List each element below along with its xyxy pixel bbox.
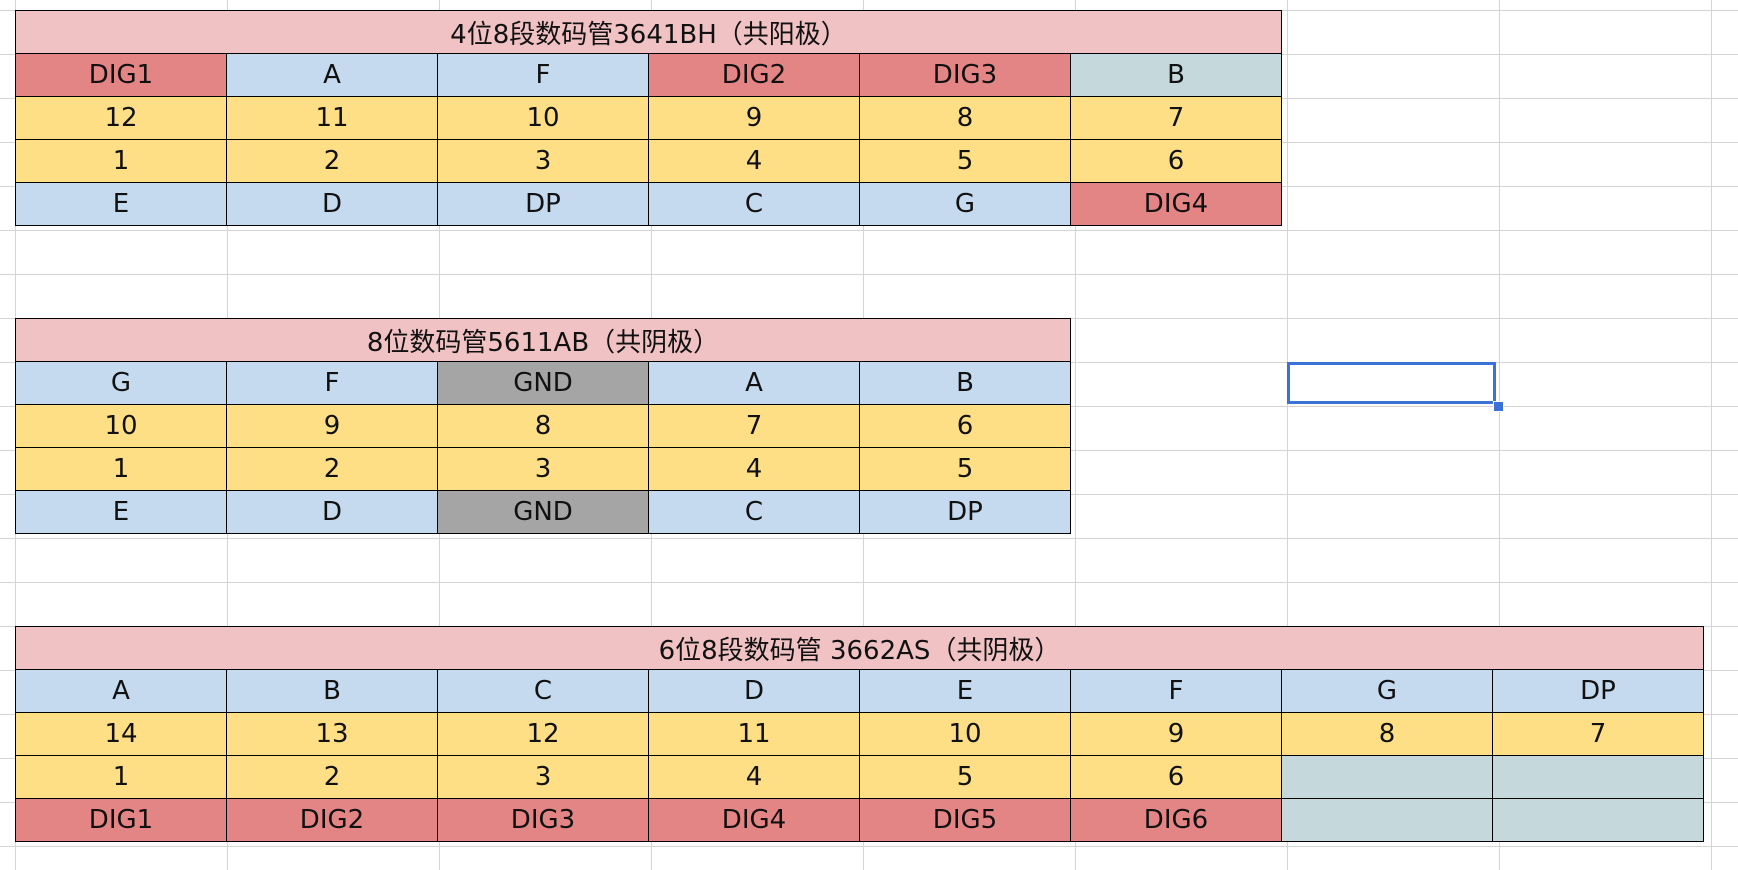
cell[interactable]: 10 xyxy=(437,96,649,140)
cell[interactable]: DIG5 xyxy=(859,798,1071,842)
cell[interactable]: DIG3 xyxy=(859,53,1071,97)
cell[interactable]: E xyxy=(859,669,1071,713)
cell[interactable]: 4 xyxy=(648,755,860,799)
cell[interactable]: D xyxy=(226,182,438,226)
cell[interactable]: 9 xyxy=(226,404,438,448)
cell[interactable]: 1 xyxy=(15,447,227,491)
cell[interactable]: 12 xyxy=(437,712,649,756)
cell[interactable]: F xyxy=(226,361,438,405)
cell[interactable]: DP xyxy=(437,182,649,226)
cell[interactable]: DIG4 xyxy=(1070,182,1282,226)
cell[interactable]: B xyxy=(859,361,1071,405)
cell[interactable]: 8 xyxy=(437,404,649,448)
cell[interactable] xyxy=(1281,755,1493,799)
cell[interactable]: 7 xyxy=(1070,96,1282,140)
cell[interactable]: 7 xyxy=(1492,712,1704,756)
cell[interactable]: 3 xyxy=(437,447,649,491)
cell[interactable]: C xyxy=(648,182,860,226)
cell[interactable]: G xyxy=(15,361,227,405)
cell[interactable]: DIG6 xyxy=(1070,798,1282,842)
cell[interactable]: 1 xyxy=(15,755,227,799)
cell[interactable]: E xyxy=(15,182,227,226)
cell[interactable] xyxy=(1492,798,1704,842)
cell[interactable]: 10 xyxy=(15,404,227,448)
cell[interactable]: B xyxy=(226,669,438,713)
cell[interactable]: 5 xyxy=(859,139,1071,183)
cell[interactable] xyxy=(1281,798,1493,842)
cell[interactable]: 8 xyxy=(859,96,1071,140)
cell[interactable]: D xyxy=(226,490,438,534)
fill-handle[interactable] xyxy=(1493,401,1504,412)
table-3662as: 6位8段数码管 3662AS（共阴极） A B C D E F G DP 14 … xyxy=(15,626,1704,842)
cell[interactable]: DIG2 xyxy=(226,798,438,842)
cell[interactable]: A xyxy=(15,669,227,713)
cell[interactable]: 2 xyxy=(226,755,438,799)
cell[interactable]: 3 xyxy=(437,139,649,183)
cell[interactable]: B xyxy=(1070,53,1282,97)
table-title[interactable]: 4位8段数码管3641BH（共阳极） xyxy=(15,10,1282,54)
cell[interactable]: 7 xyxy=(648,404,860,448)
cell[interactable]: DIG4 xyxy=(648,798,860,842)
cell[interactable]: 11 xyxy=(226,96,438,140)
cell[interactable]: 3 xyxy=(437,755,649,799)
cell[interactable]: A xyxy=(648,361,860,405)
cell[interactable]: C xyxy=(648,490,860,534)
cell[interactable]: 5 xyxy=(859,447,1071,491)
cell[interactable]: E xyxy=(15,490,227,534)
cell[interactable]: 12 xyxy=(15,96,227,140)
cell[interactable]: G xyxy=(859,182,1071,226)
cell[interactable]: 8 xyxy=(1281,712,1493,756)
cell[interactable]: A xyxy=(226,53,438,97)
cell[interactable]: 1 xyxy=(15,139,227,183)
table-5611ab: 8位数码管5611AB（共阴极） G F GND A B 10 9 8 7 6 … xyxy=(15,318,1071,534)
cell[interactable]: 9 xyxy=(1070,712,1282,756)
cell[interactable]: 5 xyxy=(859,755,1071,799)
cell[interactable]: F xyxy=(1070,669,1282,713)
cell[interactable]: C xyxy=(437,669,649,713)
cell[interactable]: 4 xyxy=(648,447,860,491)
cell[interactable]: 9 xyxy=(648,96,860,140)
cell[interactable]: 10 xyxy=(859,712,1071,756)
selected-cell[interactable] xyxy=(1287,362,1496,404)
cell[interactable]: 13 xyxy=(226,712,438,756)
cell[interactable]: DIG1 xyxy=(15,798,227,842)
cell[interactable]: DIG3 xyxy=(437,798,649,842)
cell[interactable]: 6 xyxy=(859,404,1071,448)
cell[interactable]: 2 xyxy=(226,447,438,491)
cell[interactable]: 6 xyxy=(1070,139,1282,183)
cell[interactable] xyxy=(1492,755,1704,799)
cell[interactable]: DIG1 xyxy=(15,53,227,97)
table-title[interactable]: 8位数码管5611AB（共阴极） xyxy=(15,318,1071,362)
cell[interactable]: DP xyxy=(859,490,1071,534)
cell[interactable]: 11 xyxy=(648,712,860,756)
cell[interactable]: 6 xyxy=(1070,755,1282,799)
table-title[interactable]: 6位8段数码管 3662AS（共阴极） xyxy=(15,626,1704,670)
cell[interactable]: D xyxy=(648,669,860,713)
cell[interactable]: F xyxy=(437,53,649,97)
cell[interactable]: DIG2 xyxy=(648,53,860,97)
cell[interactable]: 2 xyxy=(226,139,438,183)
table-3641bh: 4位8段数码管3641BH（共阳极） DIG1 A F DIG2 DIG3 B … xyxy=(15,10,1282,226)
cell[interactable]: GND xyxy=(437,361,649,405)
cell[interactable]: G xyxy=(1281,669,1493,713)
cell[interactable]: 14 xyxy=(15,712,227,756)
cell[interactable]: GND xyxy=(437,490,649,534)
cell[interactable]: 4 xyxy=(648,139,860,183)
cell[interactable]: DP xyxy=(1492,669,1704,713)
